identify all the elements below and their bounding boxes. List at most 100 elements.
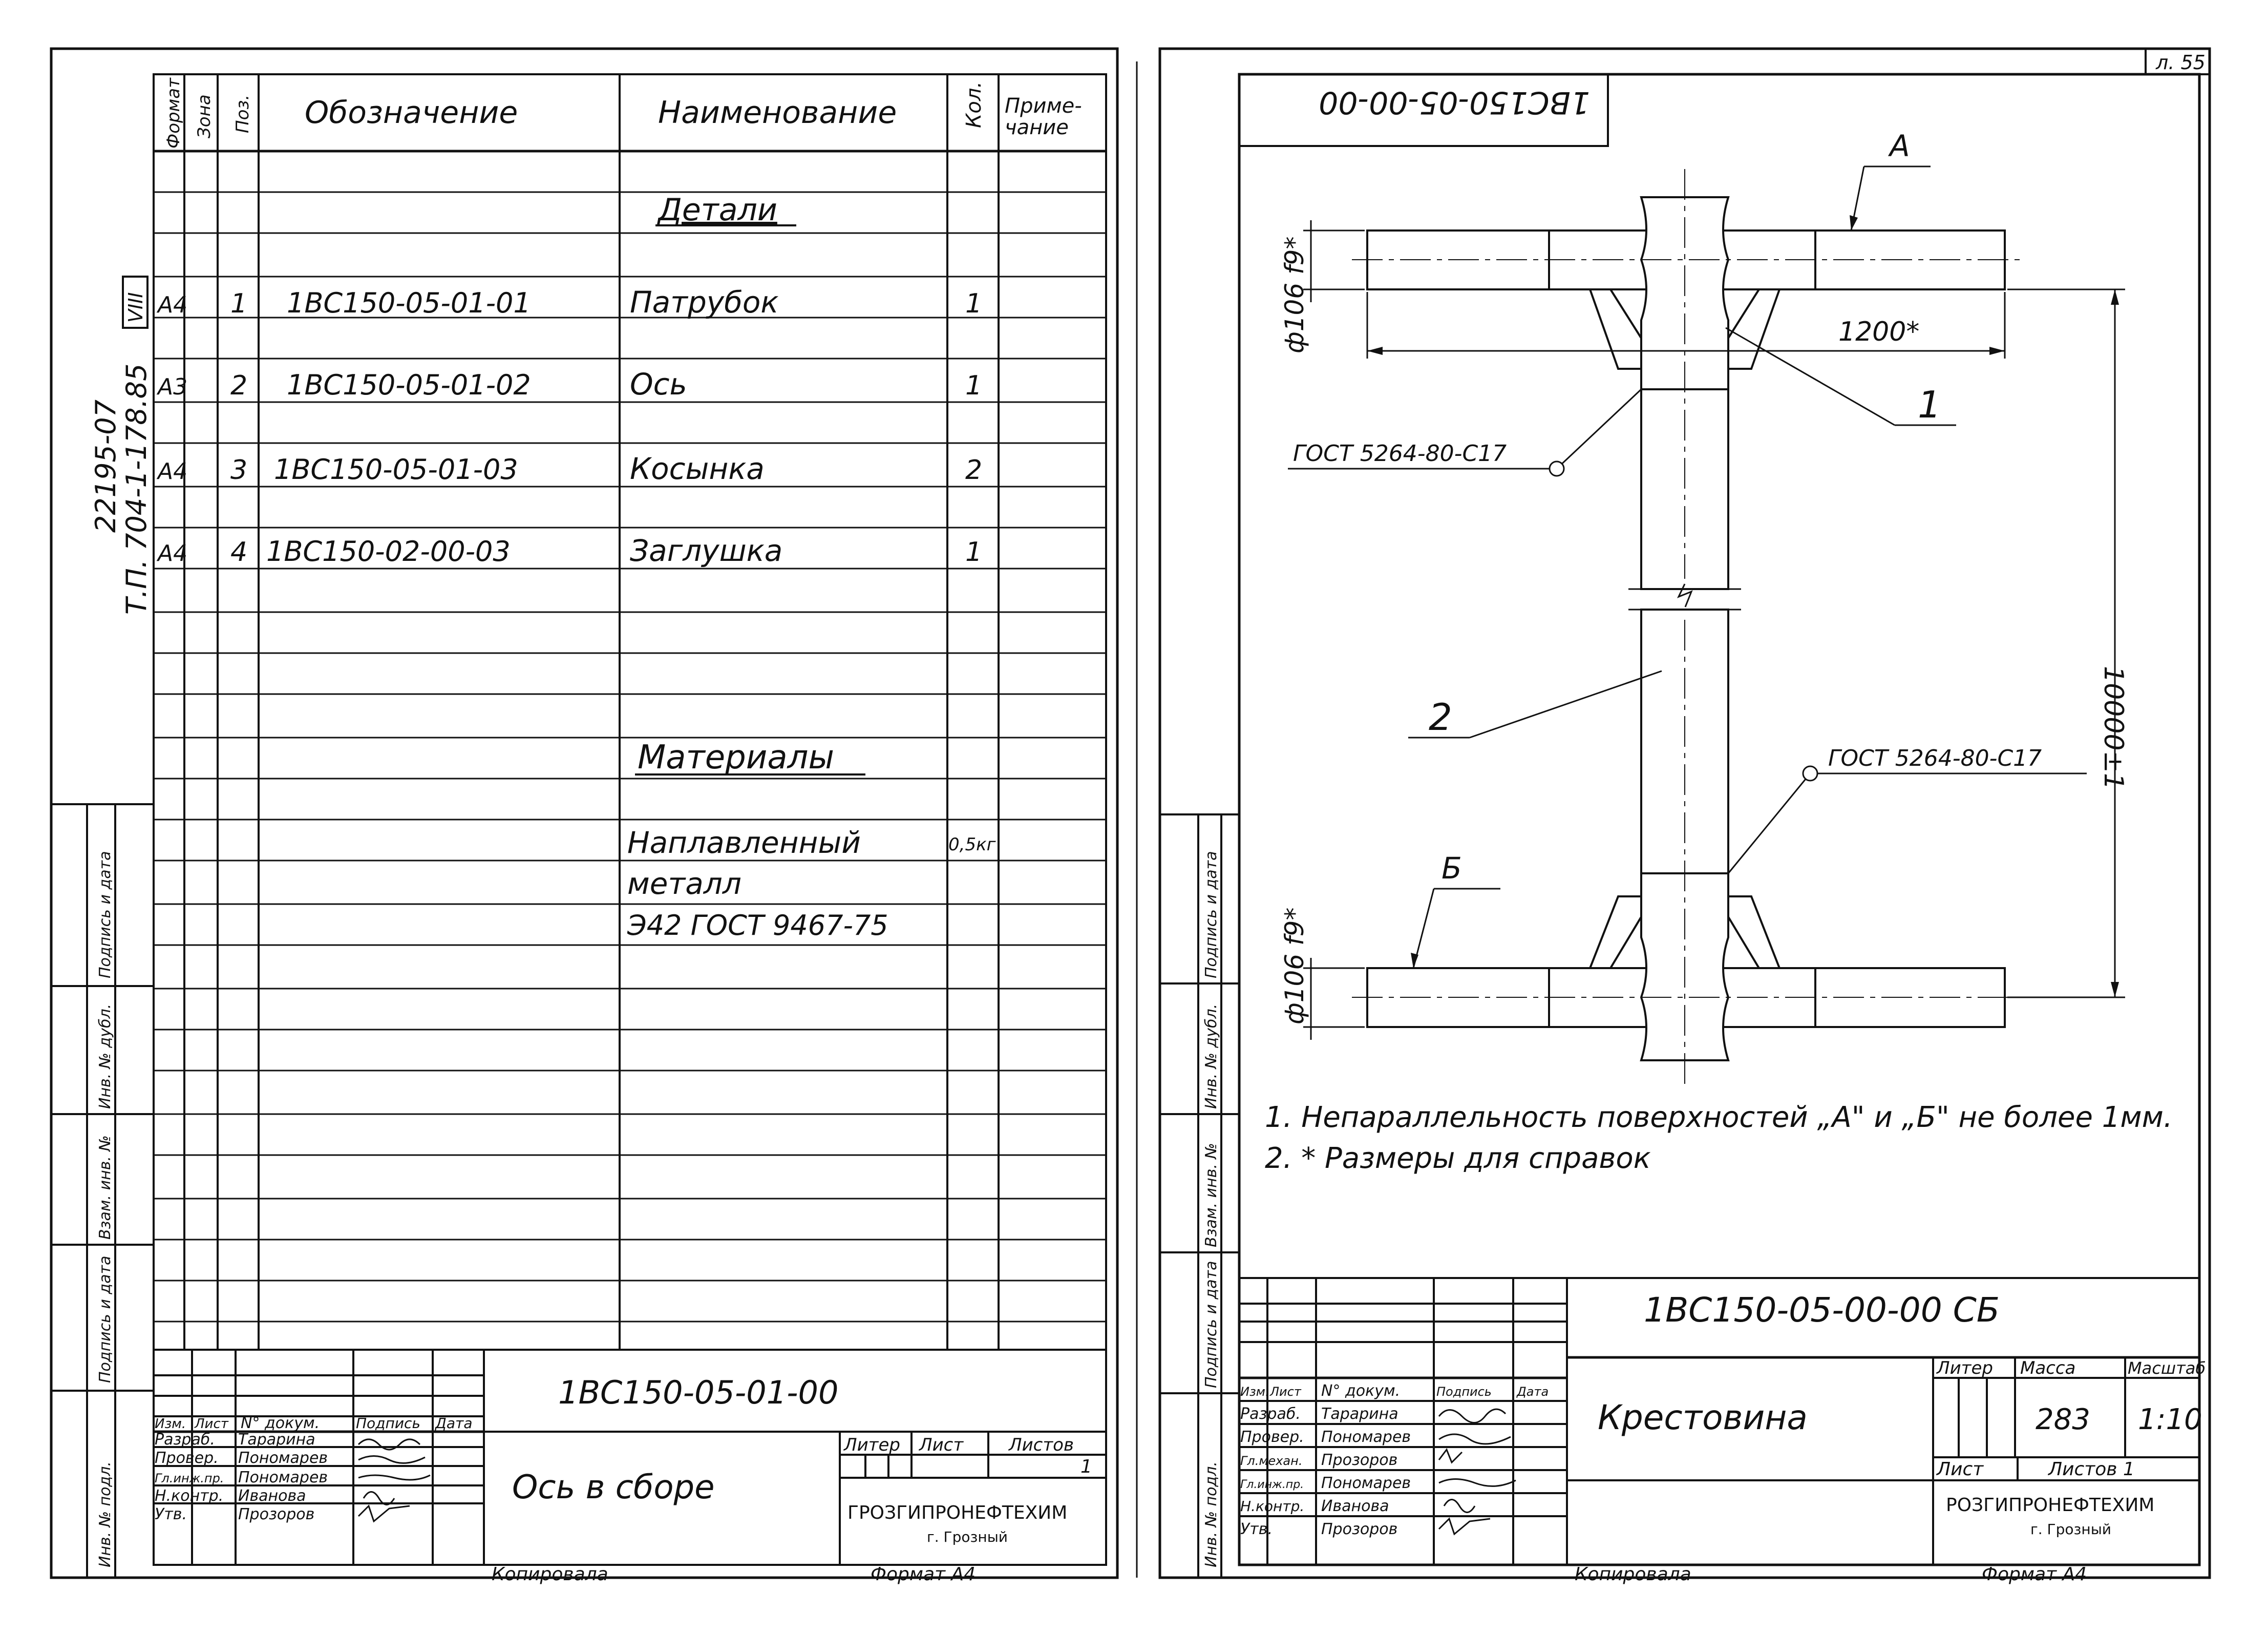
right-title-block	[1239, 1277, 2199, 1565]
staff-name: Пономарев	[238, 1449, 328, 1467]
tb-sign: Подпись	[356, 1415, 420, 1432]
right-margin-stamp	[1160, 813, 1239, 1578]
org-name: ГРОЗГИПРОНЕФТЕХИМ	[847, 1502, 1067, 1523]
row-pos: 4	[230, 537, 247, 568]
material-line-3: Э42 ГОСТ 9467-75	[627, 909, 888, 941]
note-1: 1. Непараллельность поверхностей „А" и „…	[1265, 1101, 2173, 1134]
material-qty: 0,5кг	[948, 834, 997, 855]
margin-label: Инв. № подл.	[1202, 1461, 1220, 1567]
tb-sheets: Листов 1	[2047, 1459, 2135, 1480]
hdr-format: Формат	[163, 77, 184, 149]
hdr-zone: Зона	[194, 94, 215, 138]
sheet-ref-box: л. 55	[2145, 48, 2211, 75]
tb-mass-label: Масса	[2020, 1358, 2075, 1378]
staff-role: Провер.	[155, 1449, 219, 1467]
weld-label-top: ГОСТ 5264-80-С17	[1293, 441, 1507, 467]
staff-name: Прозоров	[1321, 1520, 1397, 1538]
signatures	[357, 1438, 431, 1523]
row-designation: 1ВС150-02-00-03	[266, 535, 511, 568]
doc-title: Ось в сборе	[512, 1469, 715, 1506]
tb-scale-label: Масштаб	[2128, 1358, 2206, 1378]
spec-row-lines	[154, 191, 1106, 1323]
staff-role: Н.контр.	[155, 1487, 223, 1505]
doc-code: 1ВС150-05-00-00 СБ	[1644, 1290, 2000, 1330]
row-designation: 1ВС150-05-01-02	[287, 369, 531, 401]
format-label: Формат А4	[871, 1564, 976, 1585]
tb-liter: Литер	[1936, 1358, 1993, 1378]
staff-name: Иванова	[1321, 1497, 1389, 1515]
weld-markers	[1549, 460, 1818, 782]
staff-role: Разраб.	[155, 1431, 215, 1449]
top-code: 1ВС150-05-00-00	[1319, 85, 1590, 120]
staff-name: Прозоров	[238, 1505, 314, 1523]
sheet-ref: л. 55	[2155, 51, 2206, 74]
hdr-note-1: Приме-	[1005, 94, 1082, 118]
tb-list2: Лист	[918, 1435, 964, 1455]
margin-label: Подпись и дата	[1202, 1261, 1220, 1389]
row-designation: 1ВС150-05-01-01	[287, 287, 531, 319]
tb-list: Лист	[1269, 1385, 1302, 1399]
margin-label: Инв. № подл.	[96, 1461, 114, 1567]
section-materials: Материалы	[638, 739, 834, 777]
hdr-note-2: чание	[1005, 116, 1069, 139]
doc-title: Крестовина	[1598, 1398, 1808, 1437]
side-code-1: 22195-07	[90, 400, 122, 533]
row-pos: 3	[230, 455, 247, 486]
margin-label: Взам. инв. №	[1202, 1143, 1220, 1247]
margin-label: Подпись и дата	[96, 851, 114, 979]
row-format: А4	[156, 458, 187, 485]
hdr-designation: Обозначение	[305, 95, 518, 131]
hdr-pos: Поз.	[232, 95, 253, 133]
staff-name: Иванова	[238, 1487, 306, 1505]
tb-izm: Изм.	[155, 1416, 186, 1432]
material-line-2: металл	[627, 866, 741, 901]
dim-dia-bottom: ф106 f9*	[1280, 908, 1309, 1025]
row-name: Косынка	[630, 451, 765, 486]
side-code-2: Т.П. 704-1-178.85	[120, 364, 153, 615]
row-pos: 1	[230, 288, 247, 319]
row-name: Ось	[630, 367, 687, 402]
signatures	[1438, 1408, 1516, 1536]
tb-sheet-no: 1	[1080, 1456, 1092, 1477]
staff-role: Утв.	[1240, 1520, 1273, 1538]
tb-sheets: Листов	[1008, 1435, 1074, 1455]
dim-dia-top: ф106 f9*	[1280, 237, 1309, 354]
margin-label: Инв. № дубл.	[1202, 1004, 1220, 1109]
tb-sign: Подпись	[1436, 1385, 1492, 1399]
tb-scale: 1:10	[2138, 1403, 2202, 1436]
side-code-badge	[122, 276, 149, 329]
outer-frames	[50, 47, 2211, 1579]
staff-name: Пономарев	[1321, 1428, 1411, 1446]
staff-role: Провер.	[1240, 1428, 1304, 1446]
staff-name: Пономарев	[238, 1469, 328, 1486]
spec-row: А4 1 1ВС150-05-01-01 Патрубок 1	[156, 285, 982, 320]
org-name: РОЗГИПРОНЕФТЕХИМ	[1946, 1495, 2154, 1516]
margin-label: Подпись и дата	[1202, 851, 1220, 979]
org-city: г. Грозный	[2030, 1521, 2111, 1538]
spec-table	[153, 73, 1107, 1351]
row-qty: 1	[965, 537, 982, 568]
copied-label: Копировала	[1575, 1564, 1691, 1585]
row-format: А4	[156, 540, 187, 567]
staff-role: Гл.инж.пр.	[155, 1471, 224, 1485]
tb-liter: Литер	[843, 1435, 900, 1455]
tb-docno: N° докум.	[1321, 1382, 1400, 1400]
dim-length: 1200*	[1838, 317, 1919, 347]
tb-list2: Лист	[1936, 1459, 1984, 1480]
top-code-box	[1238, 73, 1609, 147]
tb-list: Лист	[194, 1416, 229, 1432]
row-pos: 2	[230, 370, 247, 401]
row-name: Патрубок	[630, 285, 778, 320]
format-label: Формат А4	[1982, 1564, 2087, 1585]
row-format: А3	[156, 374, 187, 400]
row-designation: 1ВС150-05-01-03	[274, 453, 518, 486]
side-code-badge-text: VIII	[124, 292, 147, 323]
staff-name: Пономарев	[1321, 1474, 1411, 1492]
spec-row: А3 2 1ВС150-05-01-02 Ось 1	[156, 367, 982, 402]
staff-role: Гл.инж.пр.	[1240, 1478, 1304, 1491]
material-line-1: Наплавленный	[627, 825, 861, 860]
staff-role: Гл.механ.	[1240, 1454, 1302, 1468]
left-margin-stamp	[51, 803, 154, 1578]
row-format: А4	[156, 292, 187, 318]
